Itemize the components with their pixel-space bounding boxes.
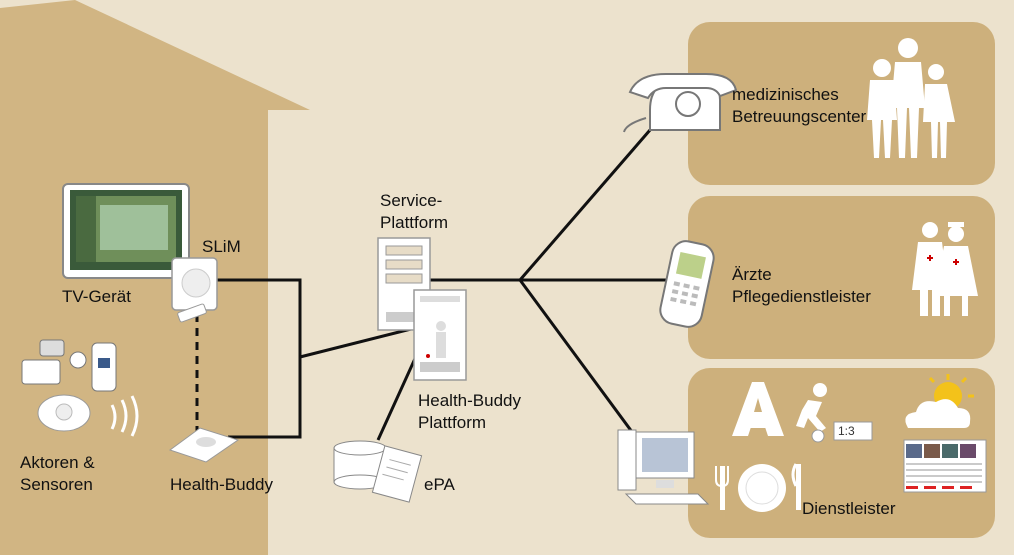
service-platform-label-line1: Service-: [380, 191, 443, 210]
tv-icon: [62, 183, 190, 279]
panel-doctors: [688, 196, 995, 359]
document-icon: [371, 445, 423, 503]
slim-label: SLiM: [202, 237, 241, 256]
epa-label: ePA: [424, 475, 455, 494]
computer-icon: [617, 429, 710, 505]
sensors-label-line1: Aktoren &: [20, 453, 95, 472]
plate-icon: [715, 463, 801, 512]
weather-icon: [905, 374, 974, 428]
service-platform-label-line2: Plattform: [380, 213, 449, 232]
newspaper-icon: [903, 439, 987, 493]
soccer-icon: [796, 383, 873, 443]
medical-center-label-line2: Betreuungscenter: [732, 107, 867, 126]
hb-platform-label-line2: Plattform: [418, 413, 487, 432]
sensor-icon: [21, 339, 139, 437]
connection-lines: [210, 129, 690, 441]
tv-label: TV-Gerät: [62, 287, 131, 306]
sensors-label-line2: Sensoren: [20, 475, 93, 494]
health-buddy-icon: [168, 427, 240, 463]
score-text: 1:3: [838, 424, 855, 438]
telephone-icon: [623, 73, 738, 133]
people-icon: [867, 38, 955, 158]
service-providers-label: Dienstleister: [802, 499, 896, 518]
mobile-phone-icon: [659, 240, 715, 328]
health-buddy-label: Health-Buddy: [170, 475, 274, 494]
medical-center-label-line1: medizinisches: [732, 85, 839, 104]
doctors-label-line2: Pflegedienstleister: [732, 287, 871, 306]
doctors-label-line1: Ärzte: [732, 265, 772, 284]
hb-platform-label-line1: Health-Buddy: [418, 391, 522, 410]
server-icon: [377, 237, 467, 381]
slim-device-icon: [171, 257, 218, 323]
pharmacy-icon: [732, 382, 784, 436]
doctor-nurse-icon: [912, 222, 978, 316]
